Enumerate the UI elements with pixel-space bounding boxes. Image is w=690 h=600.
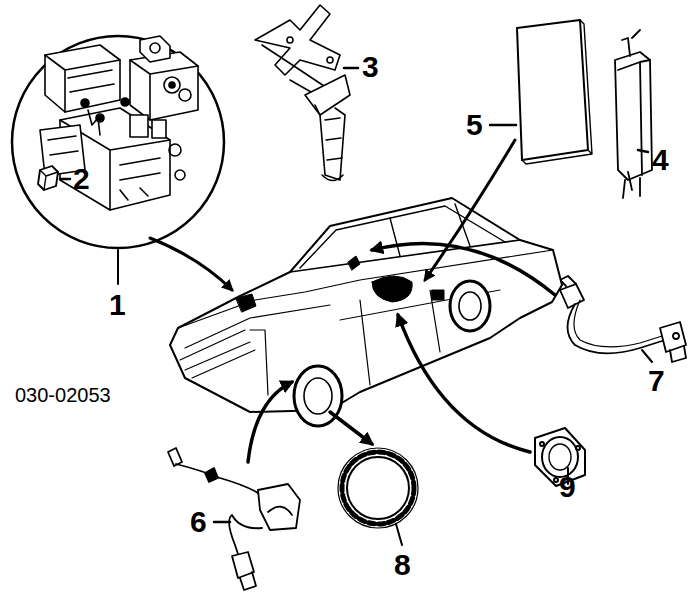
callout-number: 4 <box>652 145 669 175</box>
callout-number: 9 <box>559 472 576 502</box>
callout-number: 6 <box>190 507 207 537</box>
callout-number: 5 <box>466 110 483 140</box>
callout-number: 8 <box>394 550 411 580</box>
callout-number: 7 <box>648 366 665 396</box>
figure-code: 030-02053 <box>15 385 111 405</box>
callout-number: 1 <box>109 290 126 320</box>
callout-number: 3 <box>362 52 379 82</box>
callout-number: 2 <box>73 164 90 194</box>
